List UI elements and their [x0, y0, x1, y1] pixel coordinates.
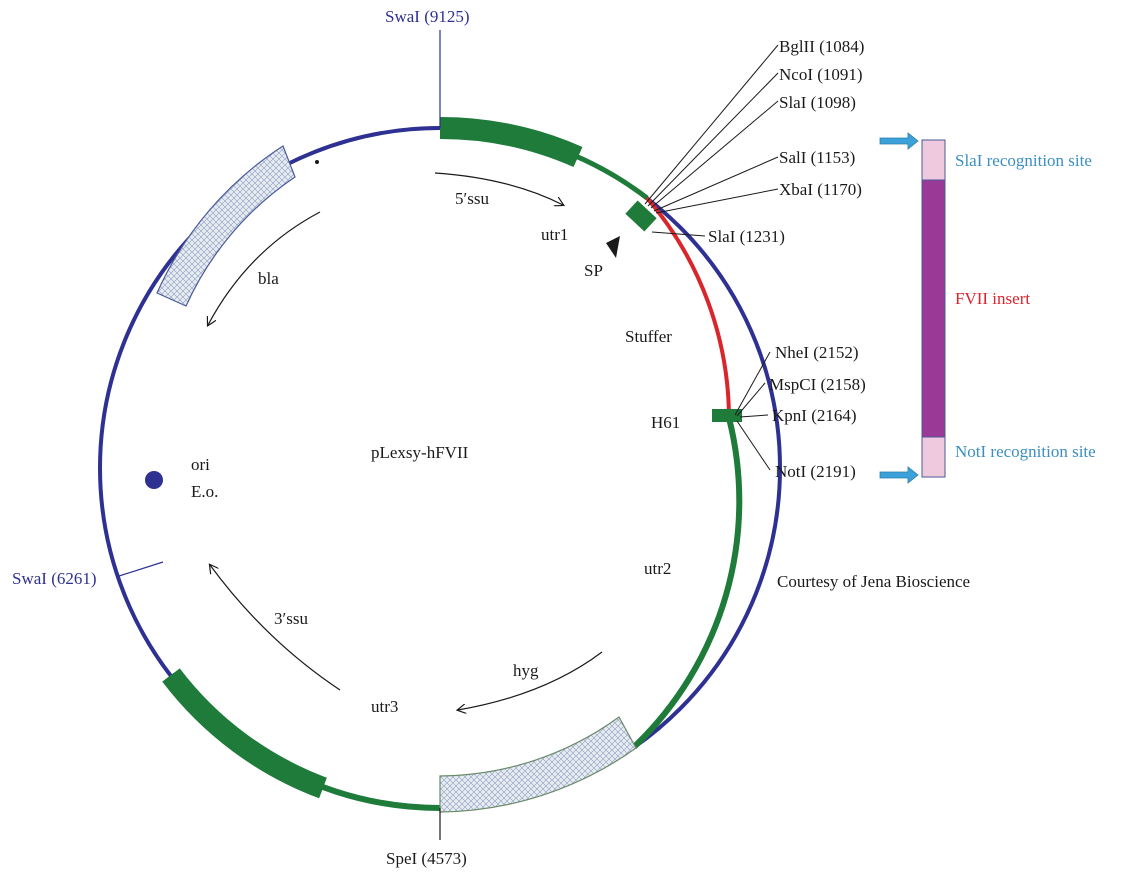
hyg-gene-block — [439, 716, 637, 813]
sall-label: SalI (1153) — [779, 148, 855, 167]
notl-recognition-label: NotI recognition site — [955, 442, 1096, 461]
kpnl-label: KpnI (2164) — [772, 406, 857, 425]
top-pointer-arrow — [879, 132, 919, 150]
five-ssu-block — [439, 116, 583, 168]
slal-recognition-segment — [921, 139, 946, 181]
eo-label: E.o. — [191, 482, 218, 501]
stuffer-label: Stuffer — [625, 327, 672, 346]
bla-gene-block — [156, 145, 296, 307]
utr2-segment — [631, 417, 743, 750]
xbal-label: XbaI (1170) — [779, 180, 862, 199]
nhel-label: NheI (2152) — [775, 343, 859, 362]
notl-recognition-segment — [921, 436, 946, 478]
slal-1098-leader — [650, 100, 779, 209]
h61-block — [712, 409, 742, 422]
three-ssu-label: 3′ssu — [274, 609, 308, 628]
notl-label: NotI (2191) — [775, 462, 856, 481]
multiple-cloning-site-block — [625, 200, 657, 232]
bla-arrow — [208, 211, 321, 325]
five-ssu-arrow — [434, 172, 563, 205]
bglll-leader — [644, 44, 779, 205]
nhel-leader — [734, 351, 771, 416]
stuffer-segment — [645, 196, 731, 419]
slal-recognition-label: SlaI recognition site — [955, 151, 1092, 170]
h61-label: H61 — [651, 413, 680, 432]
three-ssu-block — [162, 668, 327, 799]
sp-label: SP — [584, 261, 603, 280]
slal-1231-label: SlaI (1231) — [708, 227, 785, 246]
bottom-pointer-arrow — [879, 466, 919, 484]
xbal-leader — [655, 188, 779, 214]
utr2-label: utr2 — [644, 559, 671, 578]
mspcl-label: MspCI (2158) — [769, 375, 866, 394]
three-ssu-arrow — [210, 565, 341, 691]
slal-1098-label: SlaI (1098) — [779, 93, 856, 112]
five-ssu-label: 5′ssu — [455, 189, 489, 208]
hyg-arrow — [458, 651, 603, 710]
slal-1231-leader — [651, 231, 706, 237]
swal-9125-label: SwaI (9125) — [385, 7, 470, 26]
sall-leader — [653, 156, 779, 212]
plasmid-name-label: pLexsy-hFVII — [371, 443, 469, 462]
notl-leader — [736, 420, 771, 471]
swal-6261-leader — [115, 561, 164, 578]
sp-triangle — [606, 236, 620, 258]
swal-6261-label: SwaI (6261) — [12, 569, 97, 588]
utr3-label: utr3 — [371, 697, 398, 716]
ncol-leader — [647, 72, 779, 207]
utr1-label: utr1 — [541, 225, 568, 244]
hyg-label: hyg — [513, 661, 539, 680]
kpnl-leader — [739, 414, 769, 418]
fvii-insert-label: FVII insert — [955, 289, 1030, 308]
ori-label: ori — [191, 455, 210, 474]
backbone-mark — [315, 160, 319, 164]
bglll-label: BglII (1084) — [779, 37, 864, 56]
spel-4573-label: SpeI (4573) — [386, 849, 467, 868]
credit-label: Courtesy of Jena Bioscience — [777, 572, 970, 591]
bla-label: bla — [258, 269, 279, 288]
fvii-insert-segment — [921, 179, 946, 438]
ncol-label: NcoI (1091) — [779, 65, 863, 84]
ori-marker — [145, 471, 163, 489]
mspcl-leader — [736, 382, 766, 417]
